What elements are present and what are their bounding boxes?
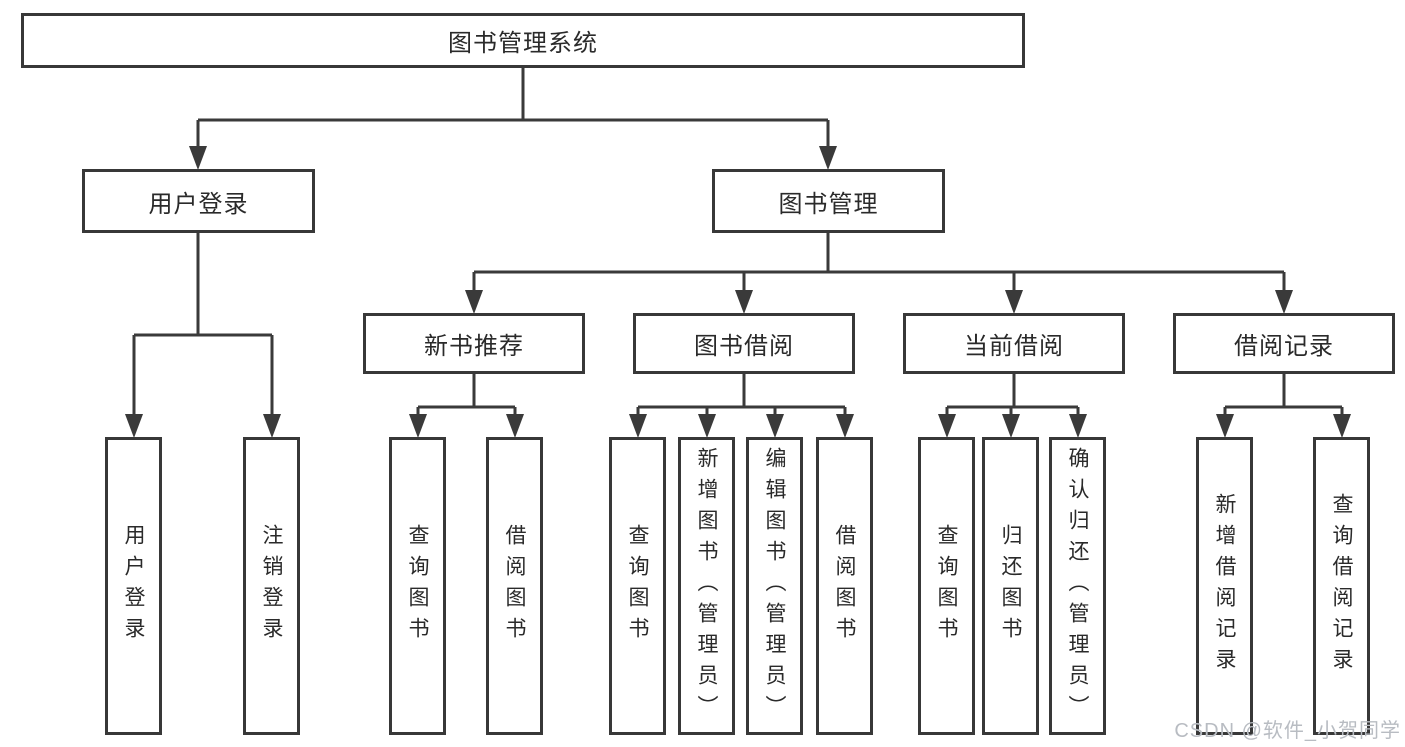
leaf-query-books-borrow-label: 查询图书 bbox=[626, 524, 649, 648]
leaf-query-books-newbook: 查询图书 bbox=[389, 437, 446, 735]
leaf-logout: 注销登录 bbox=[243, 437, 300, 735]
leaf-query-borrow-record: 查询借阅记录 bbox=[1313, 437, 1370, 735]
node-new-book-recommend: 新书推荐 bbox=[363, 313, 585, 374]
leaf-borrow-books-borrow-label: 借阅图书 bbox=[833, 524, 856, 648]
leaf-confirm-return-admin-label: 确认归还（管理员） bbox=[1066, 446, 1089, 726]
leaf-query-books-newbook-label: 查询图书 bbox=[406, 524, 429, 648]
node-new-book-recommend-label: 新书推荐 bbox=[424, 333, 524, 360]
leaf-borrow-books-newbook-label: 借阅图书 bbox=[503, 524, 526, 648]
leaf-return-book: 归还图书 bbox=[982, 437, 1039, 735]
node-borrow-record-label: 借阅记录 bbox=[1234, 333, 1334, 360]
leaf-edit-book-admin-label: 编辑图书（管理员） bbox=[763, 446, 786, 726]
node-book-borrow: 图书借阅 bbox=[633, 313, 855, 374]
leaf-add-borrow-record: 新增借阅记录 bbox=[1196, 437, 1253, 735]
node-current-borrow: 当前借阅 bbox=[903, 313, 1125, 374]
leaf-borrow-books-borrow: 借阅图书 bbox=[816, 437, 873, 735]
leaf-edit-book-admin: 编辑图书（管理员） bbox=[746, 437, 803, 735]
leaf-user-login-label: 用户登录 bbox=[122, 524, 145, 648]
node-user-login: 用户登录 bbox=[82, 169, 315, 233]
arrowheads bbox=[125, 146, 1351, 438]
node-book-management: 图书管理 bbox=[712, 169, 945, 233]
leaf-query-books-current: 查询图书 bbox=[918, 437, 975, 735]
leaf-return-book-label: 归还图书 bbox=[999, 524, 1022, 648]
leaf-query-books-current-label: 查询图书 bbox=[935, 524, 958, 648]
leaf-add-book-admin: 新增图书（管理员） bbox=[678, 437, 735, 735]
node-root-label: 图书管理系统 bbox=[448, 30, 598, 57]
node-root: 图书管理系统 bbox=[21, 13, 1025, 68]
leaf-confirm-return-admin: 确认归还（管理员） bbox=[1049, 437, 1106, 735]
leaf-borrow-books-newbook: 借阅图书 bbox=[486, 437, 543, 735]
leaf-query-books-borrow: 查询图书 bbox=[609, 437, 666, 735]
node-user-login-label: 用户登录 bbox=[148, 190, 249, 218]
watermark: CSDN @软件_小贺同学 bbox=[1174, 720, 1401, 742]
leaf-query-borrow-record-label: 查询借阅记录 bbox=[1330, 493, 1353, 679]
leaf-user-login: 用户登录 bbox=[105, 437, 162, 735]
leaf-add-borrow-record-label: 新增借阅记录 bbox=[1213, 493, 1236, 679]
node-borrow-record: 借阅记录 bbox=[1173, 313, 1395, 374]
node-book-borrow-label: 图书借阅 bbox=[694, 333, 794, 360]
node-book-management-label: 图书管理 bbox=[778, 190, 879, 218]
node-current-borrow-label: 当前借阅 bbox=[964, 333, 1064, 360]
leaf-logout-label: 注销登录 bbox=[260, 524, 283, 648]
leaf-add-book-admin-label: 新增图书（管理员） bbox=[695, 446, 718, 726]
